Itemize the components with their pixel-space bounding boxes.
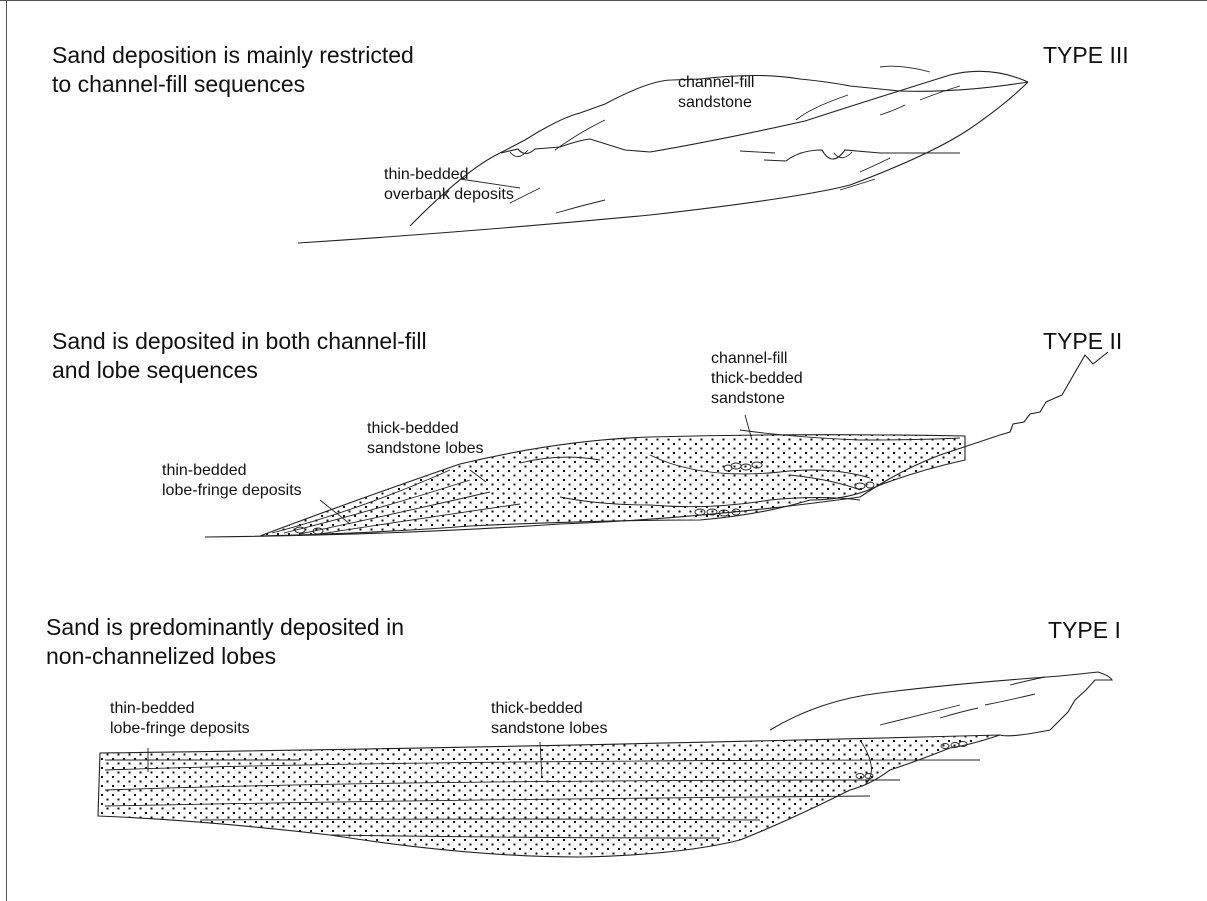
type-i-label: TYPE I [1048, 616, 1121, 645]
type-ii-fringe-label: thin-bedded lobe-fringe deposits [162, 461, 302, 501]
type-i-fringe-label: thin-bedded lobe-fringe deposits [110, 699, 250, 739]
type-iii-overbank-label: thin-bedded overbank deposits [384, 165, 514, 205]
type-iii-label: TYPE III [1043, 41, 1129, 70]
type-i-lobes-label: thick-bedded sandstone lobes [491, 699, 608, 739]
type-ii-lobes-label: thick-bedded sandstone lobes [367, 419, 484, 459]
type-iii-heading: Sand deposition is mainly restricted to … [52, 41, 414, 99]
type-iii-channel-fill-label: channel-fill sandstone [678, 73, 754, 113]
type-ii-channel-fill-label: channel-fill thick-bedded sandstone [711, 349, 803, 409]
type-ii-label: TYPE II [1043, 327, 1122, 356]
type-i-heading: Sand is predominantly deposited in non-c… [46, 613, 404, 671]
type-ii-heading: Sand is deposited in both channel-fill a… [52, 327, 427, 385]
